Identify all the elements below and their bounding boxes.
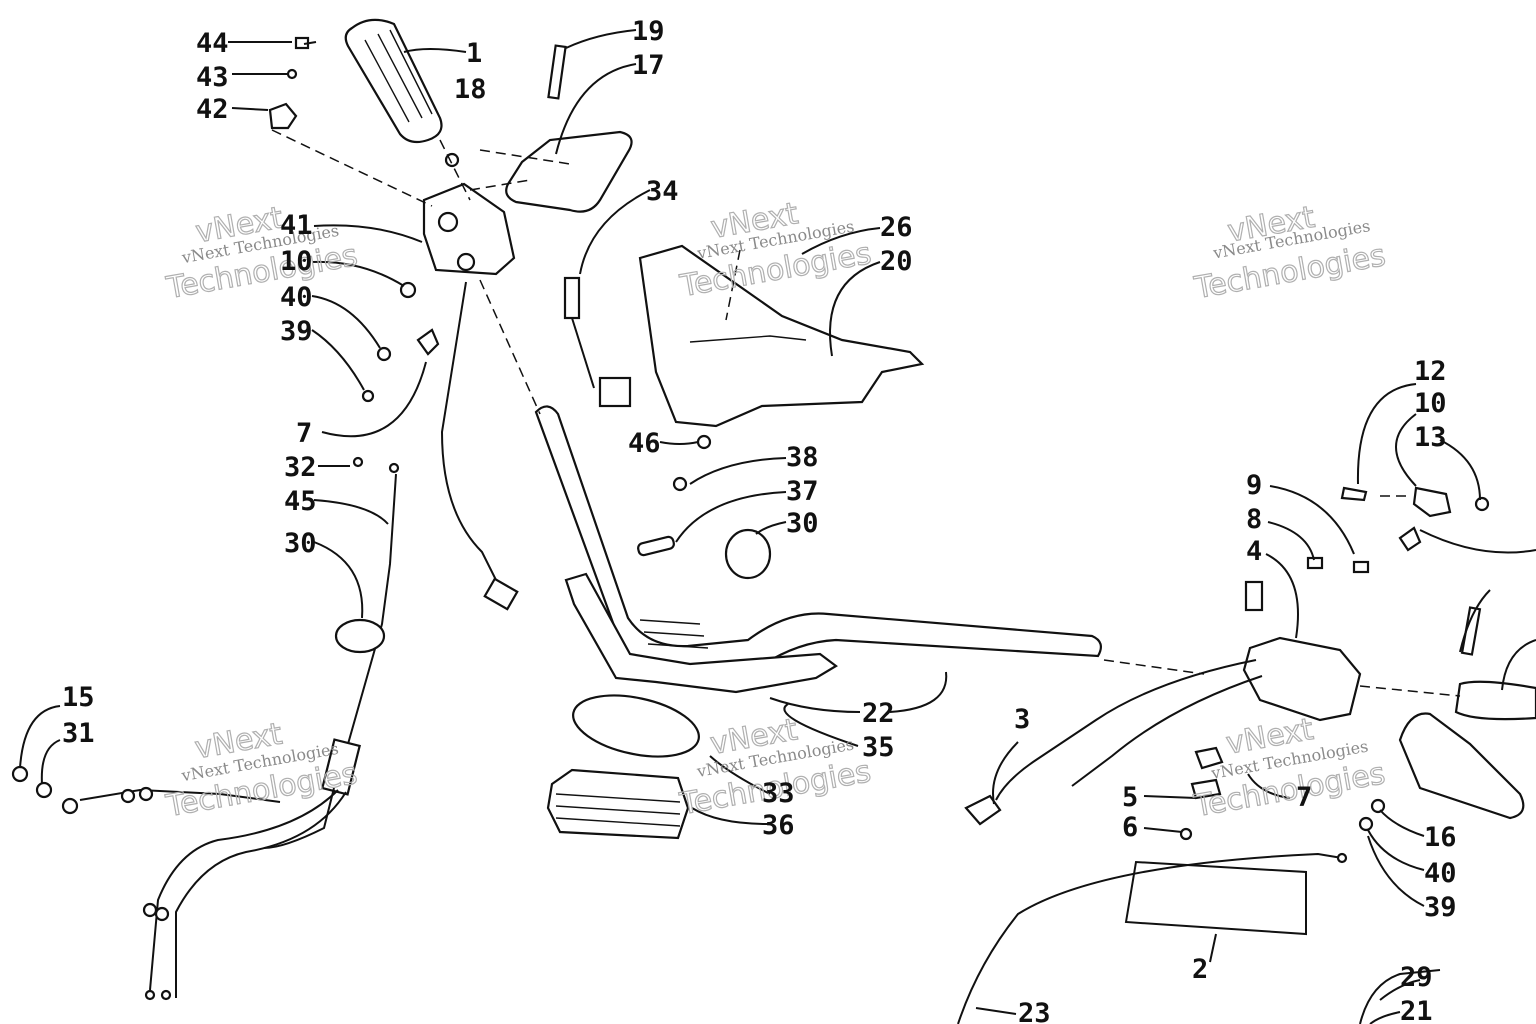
handlebar-cover <box>638 244 925 428</box>
plate <box>637 535 675 557</box>
callout-6: 6 <box>1122 812 1138 843</box>
pad <box>546 768 690 840</box>
callout-40-left: 40 <box>280 282 313 313</box>
wire-clip <box>724 528 772 580</box>
callout-44: 44 <box>196 28 229 59</box>
callout-9: 9 <box>1246 470 1262 501</box>
callout-38: 38 <box>786 442 819 473</box>
brake-cable <box>957 852 1343 1024</box>
brake-lever-assembly <box>964 486 1536 936</box>
callout-7-right: 7 <box>1296 782 1312 813</box>
strap <box>572 694 700 758</box>
callout-26: 26 <box>880 212 913 243</box>
screw <box>672 476 688 492</box>
callout-42: 42 <box>196 94 229 125</box>
callout-22: 22 <box>862 698 895 729</box>
callout-30-left: 30 <box>284 528 317 559</box>
callout-5: 5 <box>1122 782 1138 813</box>
hand-grip-left <box>344 18 443 144</box>
callout-20: 20 <box>880 246 913 277</box>
callout-45: 45 <box>284 486 317 517</box>
callout-43: 43 <box>196 62 229 93</box>
handlebar-clamp <box>505 44 633 213</box>
callout-1: 1 <box>466 38 482 69</box>
wire-clip-left <box>334 618 386 654</box>
callout-37: 37 <box>786 476 819 507</box>
callout-7-left: 7 <box>296 418 312 449</box>
callout-18: 18 <box>454 74 487 105</box>
callout-39-left: 39 <box>280 316 313 347</box>
callout-8: 8 <box>1246 504 1262 535</box>
callout-2: 2 <box>1192 954 1208 985</box>
watermark-1: vNext vNext Technologies Technologies <box>163 200 361 307</box>
throttle-housing <box>422 182 516 276</box>
callout-33: 33 <box>762 778 795 809</box>
kill-switch <box>563 276 632 408</box>
callout-31: 31 <box>62 718 95 749</box>
callout-12: 12 <box>1414 356 1447 387</box>
callout-35: 35 <box>862 732 895 763</box>
callout-41: 41 <box>280 210 313 241</box>
callout-15: 15 <box>62 682 95 713</box>
callouts: 44 43 42 1 18 19 17 34 41 10 40 39 7 26 … <box>62 16 1457 1024</box>
callout-13: 13 <box>1414 422 1447 453</box>
callout-29: 29 <box>1400 962 1433 993</box>
callout-36: 36 <box>762 810 795 841</box>
callout-34: 34 <box>646 176 679 207</box>
watermark-3: vNext vNext Technologies Technologies <box>1191 199 1389 307</box>
callout-19: 19 <box>632 16 665 47</box>
callout-23: 23 <box>1018 998 1051 1024</box>
callout-17: 17 <box>632 50 665 81</box>
drawing <box>11 18 1536 1024</box>
callout-21: 21 <box>1400 996 1433 1024</box>
callout-3: 3 <box>1014 704 1030 735</box>
callout-4: 4 <box>1246 536 1262 567</box>
mount-bracket <box>564 572 838 694</box>
callout-40-right: 40 <box>1424 858 1457 889</box>
callout-46: 46 <box>628 428 661 459</box>
callout-16: 16 <box>1424 822 1457 853</box>
callout-39-right: 39 <box>1424 892 1457 923</box>
callout-10-left: 10 <box>280 246 313 277</box>
callout-10-right: 10 <box>1414 388 1447 419</box>
callout-30-center: 30 <box>786 508 819 539</box>
throttle-cable <box>79 281 519 1001</box>
callout-32: 32 <box>284 452 317 483</box>
